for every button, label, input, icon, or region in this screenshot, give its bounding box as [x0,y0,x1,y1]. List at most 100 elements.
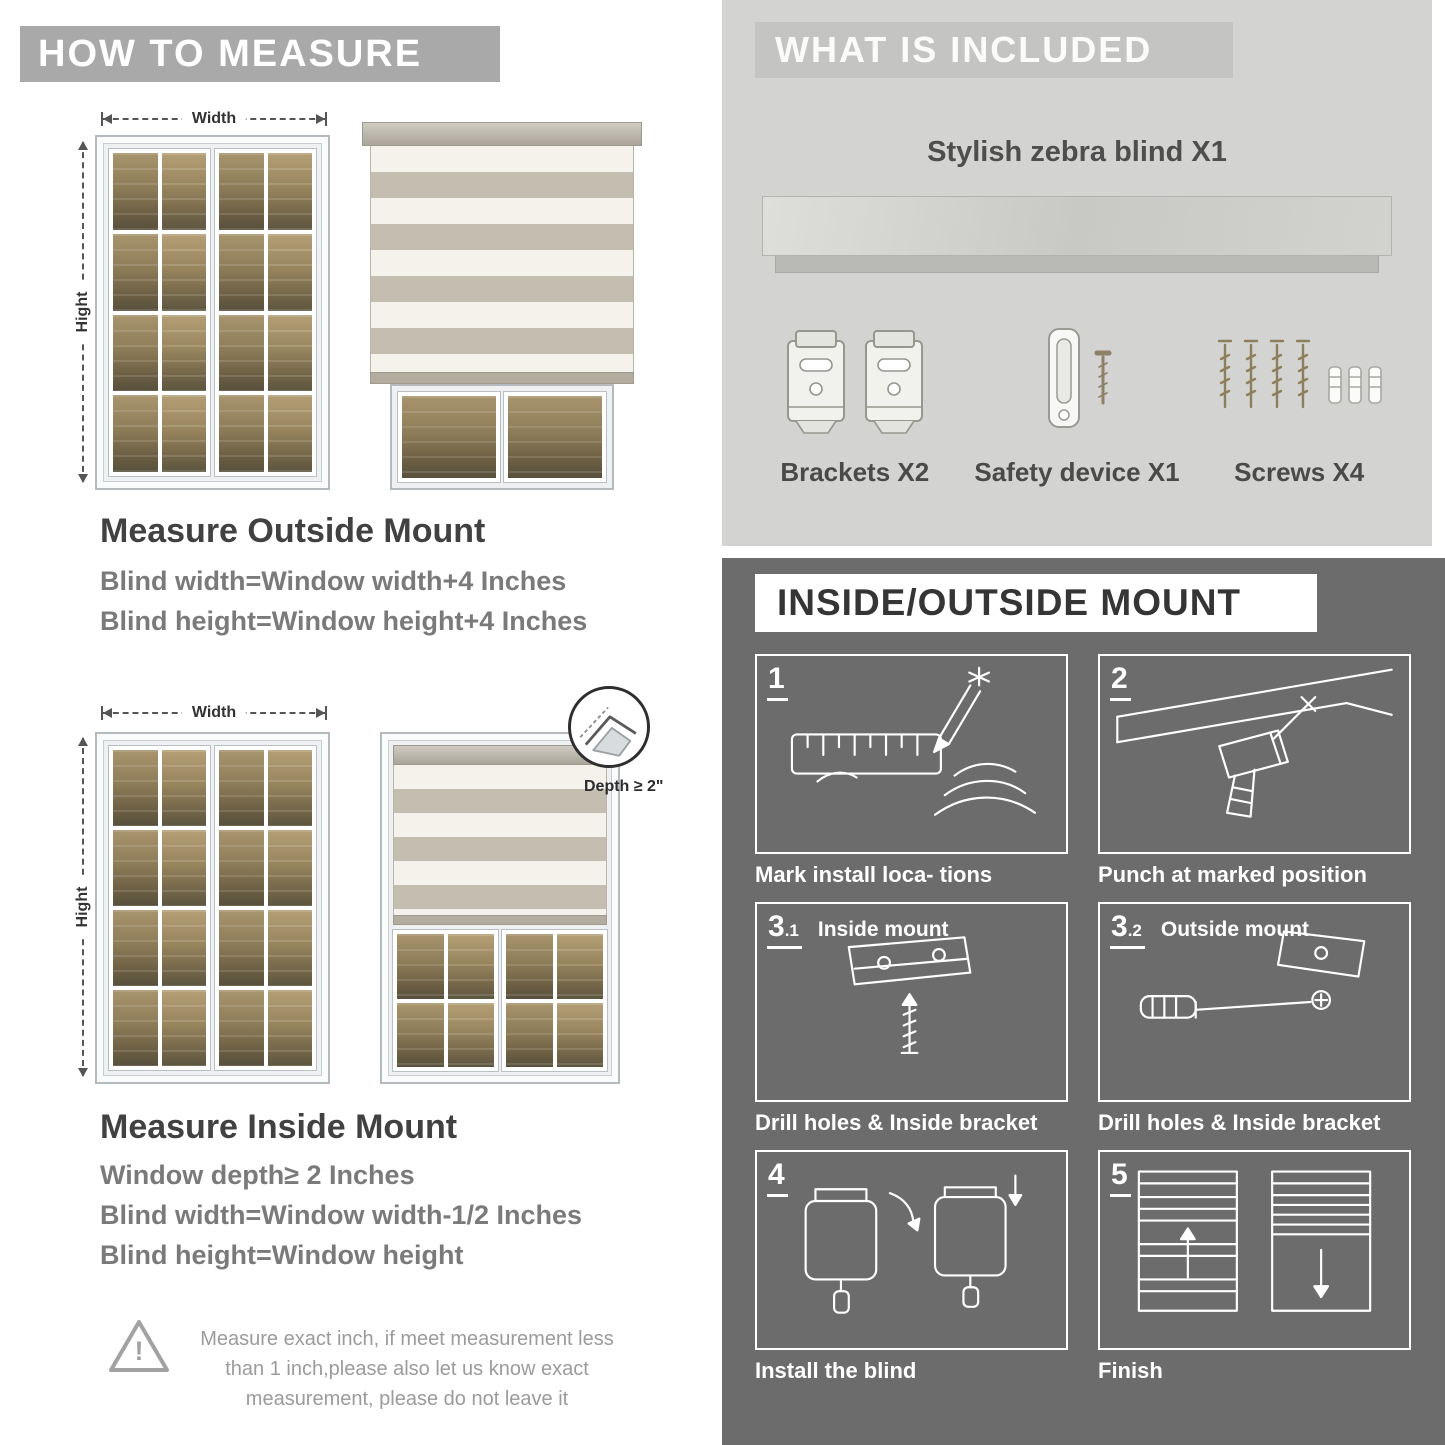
window-pane [397,1002,444,1067]
headrail-bar [762,196,1392,256]
hardware-item-safety-device: Safety device X1 [954,308,1201,488]
arrow-endbar [101,706,103,720]
window-pane [506,934,553,999]
step-number-badge: 3.1 [767,910,802,949]
step-number-sub: .2 [1127,921,1142,940]
window-sash [215,149,316,476]
brackets-label: Brackets X2 [780,457,930,487]
step-number: 4 [767,1158,804,1197]
window-pane [219,830,264,906]
height-label: Hight [74,281,92,343]
step-number-badge: 5 [1110,1158,1131,1197]
step-number-text: 3 [768,910,785,943]
step-number: 2 [1110,662,1147,701]
window-pane [161,910,206,986]
window-pane [556,1002,603,1067]
measure-outside-mount-title: Measure Outside Mount [100,512,486,550]
window-sash [393,930,498,1071]
window-pane [113,990,158,1066]
window-sash [215,746,316,1070]
safety-device-icon [1017,308,1137,443]
window-pane [161,830,206,906]
hardware-row: Brackets X2 [756,308,1398,488]
step-number: 3.2 Outside mount [1110,910,1309,949]
window-pane [161,395,206,472]
step-number-text: 4 [768,1158,785,1191]
inside-bracket-screw-illustration [847,936,972,1055]
finished-blinds-illustration [1137,1170,1372,1312]
step-number-text: 1 [768,662,785,695]
step-number: 3.1 Inside mount [767,910,949,949]
outside-mount-formula-height: Blind height=Window height+4 Inches [100,606,588,636]
window-pane [267,910,312,986]
window-pane [447,1002,494,1067]
mount-step-5: 5 [1098,1150,1411,1384]
blind-cassette [362,122,642,146]
hardware-item-screws: Screws X4 [1200,308,1398,488]
step-tag: Inside mount [817,918,949,941]
window-pane [397,934,444,999]
step-number-text: 5 [1111,1158,1128,1191]
blind-stripes [393,765,607,915]
mount-instructions-section: INSIDE/OUTSIDE MOUNT 1 [722,558,1445,1445]
step-number-sub: .1 [784,921,799,940]
headrail-valance [775,256,1379,273]
window-pane [219,990,264,1066]
warning-triangle-icon: ! [106,1316,172,1376]
window-sash [109,746,210,1070]
mount-step-2-panel: 2 [1098,654,1411,854]
mount-step-2: 2 [1098,654,1411,888]
what-is-included-banner: WHAT IS INCLUDED [755,22,1233,78]
measure-inside-mount-title: Measure Inside Mount [100,1108,458,1146]
what-is-included-section: WHAT IS INCLUDED Stylish zebra blind X1 [722,0,1432,546]
inside-mount-formula-width: Blind width=Window width-1/2 Inches [100,1200,583,1230]
blind-bottom-rail [370,372,634,384]
width-arrow-outside: Width [101,110,327,128]
arrow-endbar [325,706,327,720]
step-number: 1 [767,662,804,701]
window-sash [398,392,500,482]
depth-requirement-label: Depth ≥ 2" [584,778,664,795]
window-illustration-outside [95,135,330,490]
drill-ceiling-illustration [1116,668,1393,818]
install-blind-illustration [804,1174,1023,1314]
mount-step-3-1-panel: 3.1 Inside mount [755,902,1068,1102]
exclamation-glyph: ! [134,1336,144,1366]
blind-headrail-illustration [762,196,1392,273]
window-pane [161,750,206,826]
depth-detail-circle [568,686,650,768]
outside-bracket-screwdriver-illustration [1139,930,1366,1019]
step-number-badge: 3.2 [1110,910,1145,949]
step-caption: Install the blind [755,1358,917,1383]
window-pane [219,750,264,826]
inside-mount-depth-rule: Window depth≥ 2 Inches [100,1160,415,1190]
window-pane [113,314,158,392]
zebra-blind-label: Stylish zebra blind X1 [927,136,1227,168]
mount-step-3-1: 3.1 Inside mount [755,902,1068,1136]
inside-mount-formula-height: Blind height=Window height [100,1240,464,1270]
hardware-item-brackets: Brackets X2 [756,308,954,488]
window-pane [161,314,206,392]
window-pane [267,233,312,311]
how-to-measure-title: HOW TO MEASURE [38,32,423,75]
window-pane [113,750,158,826]
blind-stripes [370,146,634,372]
window-pane [161,233,206,311]
step-number-text: 2 [1111,662,1128,695]
step-number: 5 [1110,1158,1147,1197]
brackets-icon [780,308,930,443]
safety-device-label: Safety device X1 [974,457,1180,487]
mount-steps-grid: 1 [755,654,1411,1384]
window-illustration-inside [95,732,330,1084]
window-pane [556,934,603,999]
step-caption: Drill holes & Inside bracket [1098,1110,1381,1135]
height-arrow-outside: Hight [74,141,92,483]
window-pane [219,910,264,986]
mount-step-1-panel: 1 [755,654,1068,854]
step-number-text: 3 [1111,910,1128,943]
screws-label: Screws X4 [1234,457,1365,487]
how-to-measure-banner: HOW TO MEASURE [20,26,500,82]
step-caption: Mark install loca- tions [755,862,993,887]
frame-corner-icon [579,706,637,757]
